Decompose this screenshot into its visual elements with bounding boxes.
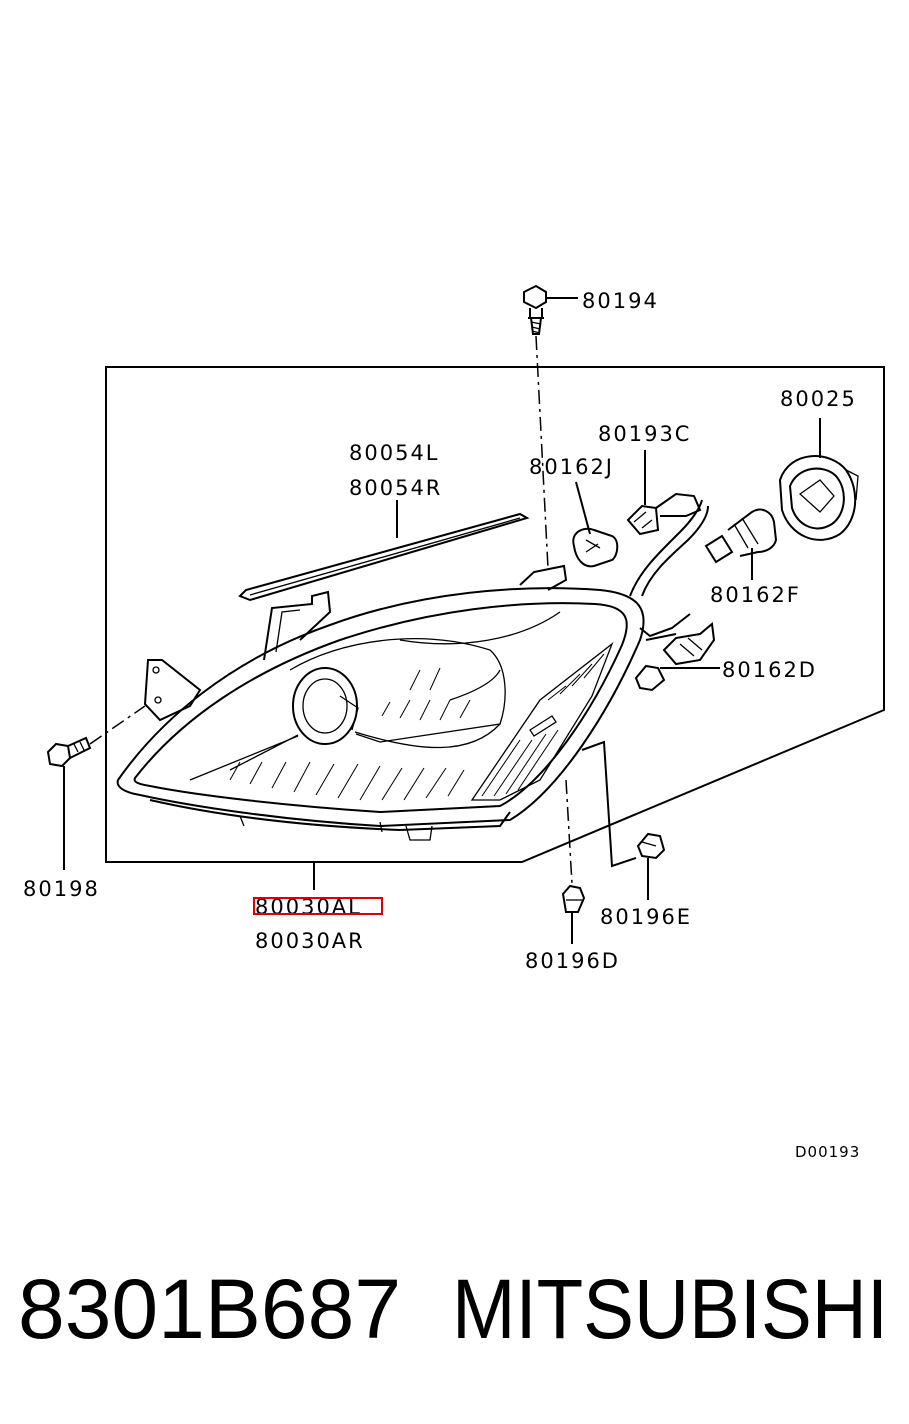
nut-80196D-icon [561,884,586,913]
callout-80193C: 80193C [598,422,691,446]
callout-80054L: 80054L [349,441,440,465]
callout-80196D: 80196D [525,949,620,973]
highlight-box-80030AL [253,897,383,915]
bulb-80162J-icon [572,527,619,568]
socket-80193C-icon [626,492,702,536]
socket-80162D-icon [634,622,716,692]
headlamp-housing [116,499,709,841]
center-line-80198 [89,705,146,745]
brand-name: MITSUBISHI [452,1262,888,1356]
callout-80198: 80198 [23,877,100,901]
callout-80025: 80025 [780,387,857,411]
trim-strip-80054 [238,512,530,602]
drawing-code: D00193 [795,1143,860,1161]
clip-80196E-icon [636,832,666,860]
callout-80030AR: 80030AR [255,929,365,953]
assembly-frame [105,366,885,863]
bolt-80194-icon [523,284,547,335]
part-number: 8301B687 [18,1262,401,1356]
callout-80054R: 80054R [349,476,442,500]
bolt-80198-icon [46,736,92,768]
callout-80162J: 80162J [529,455,614,479]
bulb-80162F-icon [704,508,778,564]
center-line-80194 [535,335,549,569]
callout-80194: 80194 [582,289,659,313]
callout-80196E: 80196E [600,905,692,929]
leader-80162J [575,481,591,535]
callout-80162D: 80162D [722,658,817,682]
cover-80025-icon [778,455,859,541]
center-line-80196D [565,779,573,885]
center-line-80196E [581,740,637,868]
callout-80162F: 80162F [710,583,801,607]
